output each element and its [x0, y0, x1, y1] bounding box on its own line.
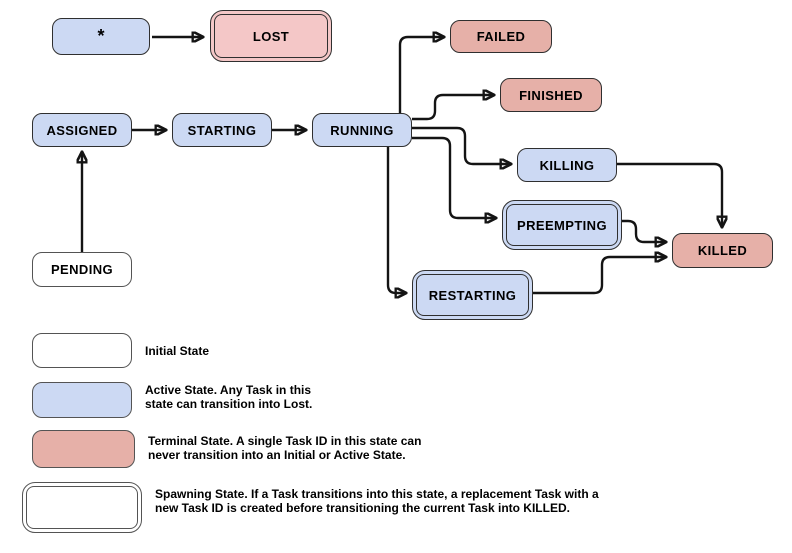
state-label-finished: FINISHED — [519, 87, 583, 103]
legend-swatch-terminal — [32, 430, 135, 468]
state-node-finished: FINISHED — [500, 78, 602, 112]
state-label-failed: FAILED — [476, 29, 526, 44]
state-label-restarting: RESTARTING — [428, 287, 517, 303]
edge-killing-to-killed — [617, 162, 722, 226]
legend-label-spawning: Spawning State. If a Task transitions in… — [155, 487, 599, 515]
legend-label-terminal: Terminal State. A single Task ID in this… — [148, 434, 422, 462]
edge-running-to-restarting — [386, 147, 405, 293]
edge-running-to-failed — [398, 37, 443, 113]
state-node-killed: KILLED — [672, 233, 773, 268]
state-label-killed: KILLED — [697, 243, 748, 258]
state-node-preempting: PREEMPTING — [502, 200, 622, 250]
state-label-running: RUNNING — [330, 122, 394, 138]
state-node-restarting: RESTARTING — [412, 270, 533, 320]
legend-label-active: Active State. Any Task in this state can… — [145, 383, 313, 411]
state-label-killing: KILLING — [539, 157, 595, 173]
state-node-starting: STARTING — [172, 113, 272, 147]
edge-running-to-finished — [412, 95, 493, 121]
legend-swatch-initial — [32, 333, 132, 368]
legend-label-initial: Initial State — [145, 344, 210, 358]
edge-running-to-killing — [412, 126, 510, 164]
state-label-pending: PENDING — [50, 262, 114, 277]
state-node-star: * — [52, 18, 150, 55]
state-node-failed: FAILED — [450, 20, 552, 53]
state-node-assigned: ASSIGNED — [32, 113, 132, 147]
state-label-starting: STARTING — [187, 122, 257, 138]
edge-preempting-to-killed — [622, 219, 665, 242]
state-label-star: * — [97, 26, 105, 46]
state-node-killing: KILLING — [517, 148, 617, 182]
legend-swatch-spawning — [22, 482, 142, 533]
edge-restarting-to-killed — [533, 257, 665, 295]
state-label-preempting: PREEMPTING — [517, 217, 607, 233]
edge-running-to-preempting — [412, 136, 495, 218]
state-node-lost: LOST — [210, 10, 332, 62]
state-label-lost: LOST — [252, 28, 290, 44]
state-node-running: RUNNING — [312, 113, 412, 147]
state-node-pending: PENDING — [32, 252, 132, 287]
state-label-assigned: ASSIGNED — [46, 122, 118, 138]
legend-swatch-active — [32, 382, 132, 418]
